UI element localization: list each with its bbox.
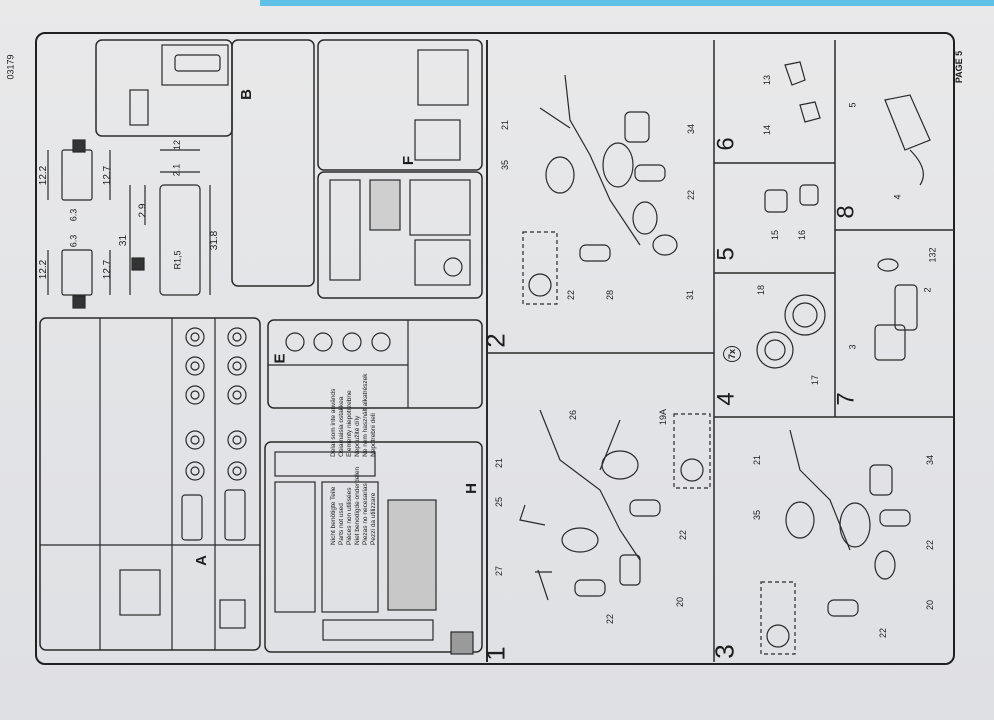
part-callout: 34 [925,454,936,466]
step-number-2: 2 [480,333,511,348]
legend-line: Niet benodigde onderdelen [354,466,361,545]
sprue-letter-a: A [192,555,210,566]
part-callout: 20 [925,599,936,611]
legend-line: Ne nem használt alkatrészek [362,373,369,457]
part-callout: 22 [686,189,697,201]
step-quantity-note: 7x [723,345,742,363]
part-callout: 22 [566,289,577,301]
dimension-label: 12.2 [38,165,50,186]
part-callout: 17 [810,374,821,386]
legend-line: Piezas no necesarias [362,483,369,545]
part-callout: 22 [605,613,616,625]
dimension-label: 31.8 [209,230,221,251]
part-callout: 20 [675,596,686,608]
step-number-6: 6 [712,137,740,151]
step-number-8: 8 [832,205,860,219]
part-callout: 31 [685,289,696,301]
page-label: PAGE 5 [954,50,965,84]
part-callout: 4 [892,194,903,200]
part-callout: 22 [878,627,889,639]
legend-line: Parts not used [338,503,345,545]
page-code: 03179 [5,54,16,80]
page-frame [35,32,955,665]
part-callout: 21 [500,119,511,131]
part-callout: 16 [797,229,808,241]
legend-line: Osiarnaisia ostakkea [338,396,345,457]
dimension-label: 12.7 [102,165,114,186]
dimension-label: R1,5 [172,250,183,270]
dimension-label: 31 [118,234,130,247]
step-number-7: 7 [832,392,860,406]
part-callout: 13 [762,74,773,86]
part-callout: 14 [762,124,773,136]
dimension-label: 12 [172,139,183,151]
part-callout: 28 [605,289,616,301]
part-callout: 21 [752,454,763,466]
part-callout: 15 [770,229,781,241]
dimension-label: 6.3 [68,234,79,248]
part-callout: 2 [922,287,933,293]
legend-line: Delar som inte används [330,388,337,457]
sprue-letter-b: B [237,89,255,100]
step-number-1: 1 [480,646,511,661]
part-callout: 132 [927,247,938,263]
dimension-label: 6.3 [68,208,79,222]
top-edge-strip [260,0,994,6]
part-callout: 5 [847,102,858,108]
sprue-letter-e: E [271,353,289,364]
part-callout: 35 [752,509,763,521]
step-number-3: 3 [709,644,740,659]
dimension-label: 12.2 [38,259,50,280]
part-callout: 22 [925,539,936,551]
part-callout: 27 [494,565,505,577]
part-callout: 25 [494,496,505,508]
sprue-letter-f: F [400,155,418,166]
dimension-label: 12.7 [102,259,114,280]
dimension-label: 2.1 [171,163,182,177]
part-callout: 34 [686,123,697,135]
part-callout: 21 [494,457,505,469]
part-callout: 26 [568,409,579,421]
parts-not-used-legend: Nicht benötigte Teile Parts not used Piè… [330,295,450,545]
legend-line: Pièces non utilisées [346,487,353,545]
part-callout: 3 [847,344,858,350]
legend-line: Nicht benötigte Teile [330,486,337,545]
step-number-4: 4 [712,392,740,406]
dimension-label: 2.9 [137,203,149,218]
part-callout: 22 [678,529,689,541]
step-number-5: 5 [712,247,740,261]
sprue-letter-h: H [462,483,480,494]
legend-line: Pezzi da utilizzare [370,492,377,545]
part-callout: 18 [756,284,767,296]
legend-line: Nepoužité díly [354,415,361,457]
legend-line: Nepotrebni deli [370,413,377,457]
legend-line: Elementy niepotrzebne [346,390,353,457]
part-callout: 35 [500,159,511,171]
part-callout: 19A [658,408,669,426]
